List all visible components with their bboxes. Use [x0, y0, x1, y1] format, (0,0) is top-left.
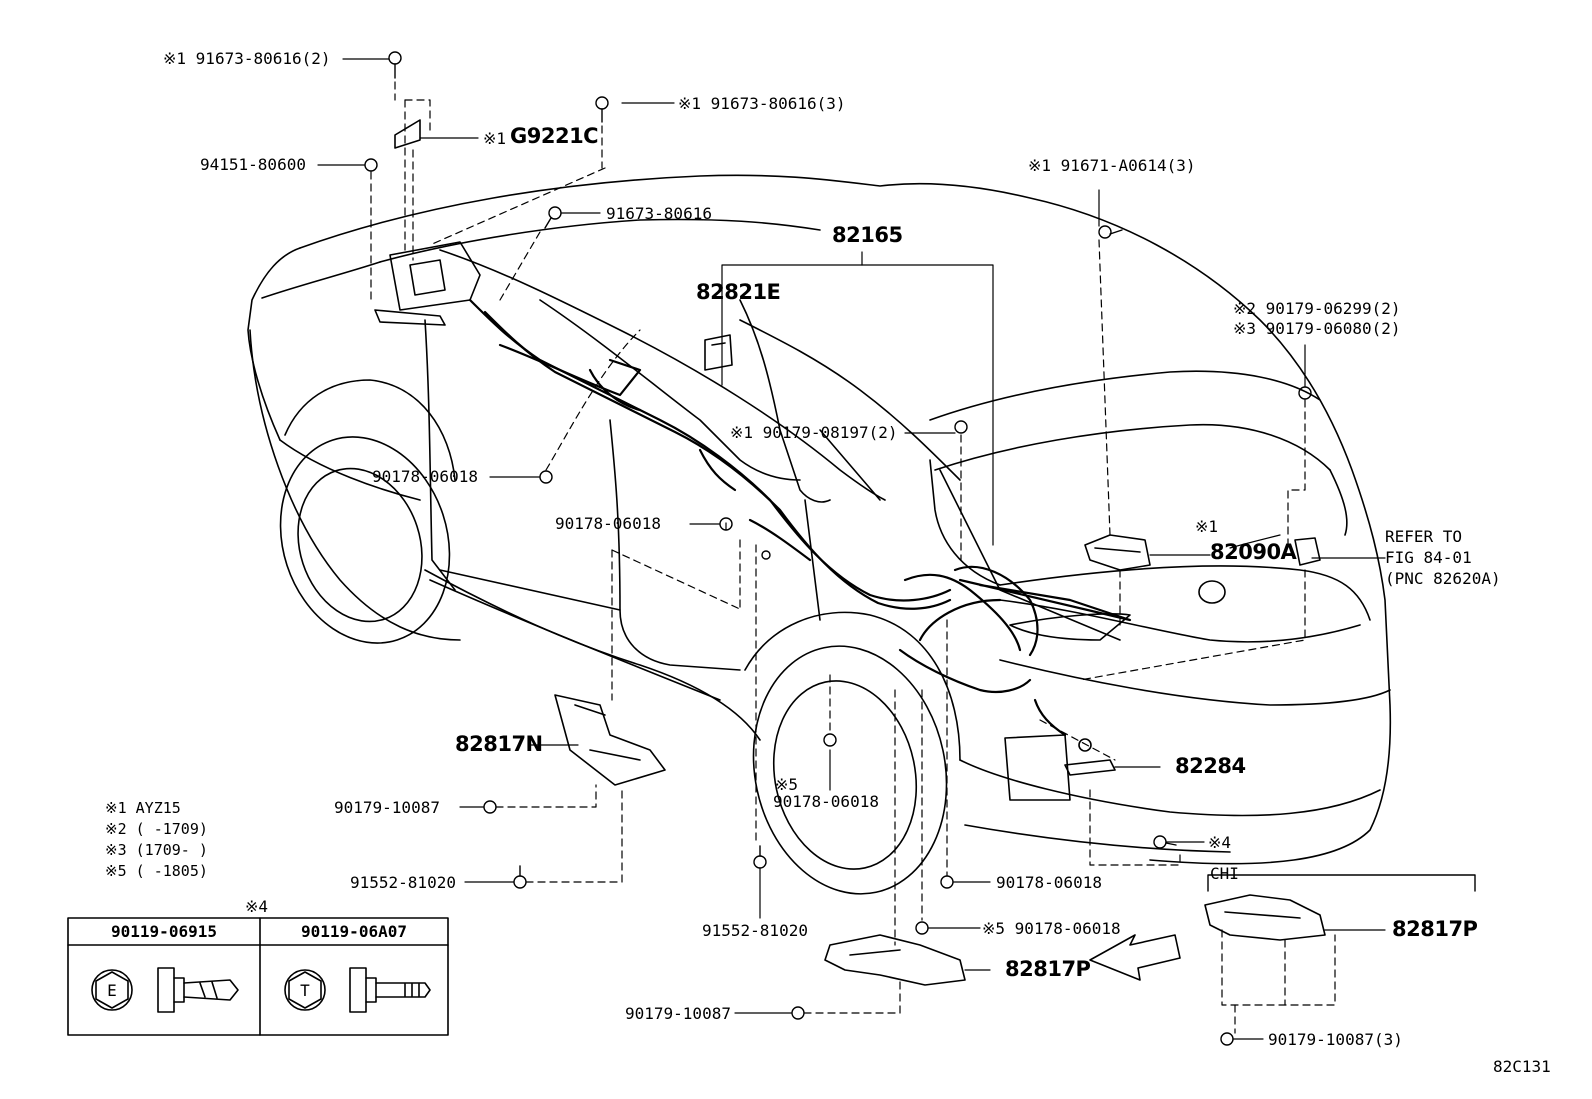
label-90179-10087-a: 90179-10087 — [334, 798, 440, 817]
label-82817n: 82817N — [455, 732, 543, 756]
legend-title: ※4 — [245, 897, 269, 916]
label-91673-80616-3: ※1 91673-80616(3) — [678, 94, 846, 113]
label-91671-a0614: ※1 91671-A0614(3) — [1028, 156, 1196, 175]
label-refer-pnc: (PNC 82620A) — [1385, 569, 1501, 588]
fastener-legend-table — [67, 917, 449, 1036]
label-refer-fig: FIG 84-01 — [1385, 548, 1472, 567]
label-refer-to: REFER TO — [1385, 527, 1463, 546]
label-82817p-a: 82817P — [1005, 957, 1091, 981]
label-g9221c-mark: ※1 — [483, 129, 507, 148]
dashed-reference-lines — [370, 81, 1336, 1034]
note-1: ※1 AYZ15 — [105, 799, 181, 817]
vehicle-body-outline — [247, 174, 1392, 895]
label-91552-81020-b: 91552-81020 — [702, 921, 808, 940]
label-mark4: ※4 — [1208, 833, 1232, 852]
legend-symbol-e: E — [107, 981, 117, 1000]
label-82817p-b: 82817P — [1392, 917, 1478, 941]
label-90179-06080: ※3 90179-06080(2) — [1233, 319, 1401, 338]
label-90179-06299: ※2 90179-06299(2) — [1233, 299, 1401, 318]
cover-82817p-chi — [1204, 894, 1326, 941]
label-82165: 82165 — [832, 223, 903, 247]
note-5: ※5 ( -1805) — [105, 862, 208, 880]
label-82821e: 82821E — [696, 280, 781, 304]
label-82284: 82284 — [1175, 754, 1246, 778]
bracket-82620a — [1294, 537, 1321, 566]
label-91673-80616-2: ※1 91673-80616(2) — [163, 49, 331, 68]
note-2: ※2 ( -1709) — [105, 820, 208, 838]
label-mark5-a: ※5 — [775, 775, 799, 794]
label-90179-10087-c: 90179-10087(3) — [1268, 1030, 1403, 1049]
bracket-g9221c — [374, 119, 481, 326]
label-g9221c: G9221C — [510, 124, 599, 148]
cover-82817n — [554, 694, 666, 786]
cover-82817p-main — [824, 934, 966, 986]
label-91673-80616: 91673-80616 — [606, 204, 712, 223]
chi-group-bracket — [1207, 874, 1476, 892]
connector-82821e — [704, 334, 733, 371]
label-90179-08197: ※1 90179-08197(2) — [730, 423, 898, 442]
fasteners — [364, 51, 1312, 1046]
label-90178-06018-b: 90178-06018 — [555, 514, 661, 533]
diagram-id: 82C131 — [1493, 1057, 1551, 1076]
label-94151-80600: 94151-80600 — [200, 155, 306, 174]
label-90178-06018-e: ※5 90178-06018 — [982, 919, 1121, 938]
label-91552-81020-a: 91552-81020 — [350, 873, 456, 892]
label-82090a: 82090A — [1210, 540, 1297, 564]
legend-col-1: 90119-06915 — [111, 922, 217, 941]
label-90178-06018-c: 90178-06018 — [773, 792, 879, 811]
label-82090a-mark: ※1 — [1195, 517, 1219, 536]
note-3: ※3 (1709- ) — [105, 841, 208, 859]
bracket-82284 — [1064, 738, 1116, 776]
direction-arrow — [1089, 934, 1181, 981]
legend-symbol-t: T — [300, 981, 310, 1000]
label-chi: CHI — [1210, 864, 1239, 883]
label-90178-06018-a: 90178-06018 — [372, 467, 478, 486]
leader-lines — [317, 58, 1386, 1040]
wire-harness-82165 — [468, 298, 1132, 737]
label-90179-10087-b: 90179-10087 — [625, 1004, 731, 1023]
legend-col-2: 90119-06A07 — [301, 922, 407, 941]
label-90178-06018-d: 90178-06018 — [996, 873, 1102, 892]
module-82090a — [1084, 534, 1151, 571]
